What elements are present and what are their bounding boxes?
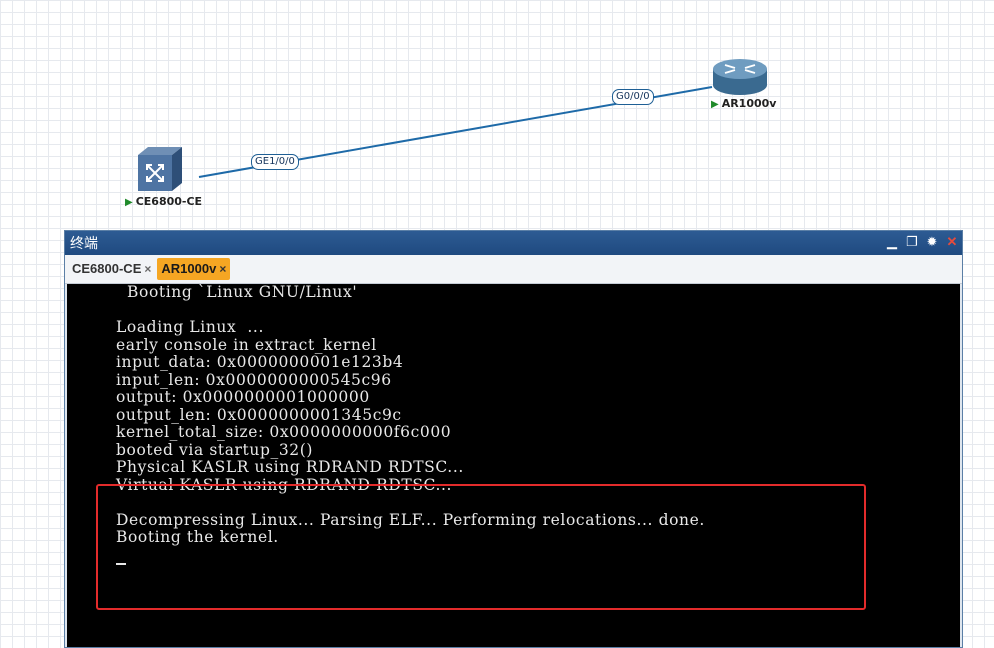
- tab-close-icon[interactable]: ×: [219, 262, 227, 276]
- tab-ar1000v[interactable]: AR1000v ×: [157, 258, 231, 280]
- running-icon: ▶: [125, 197, 133, 208]
- minimize-icon[interactable]: ▁: [887, 234, 897, 249]
- terminal-titlebar[interactable]: 终端 ▁ ❐ ✹ ✕: [65, 231, 962, 255]
- console-line: input_len: 0x0000000000545c96: [116, 370, 392, 389]
- device-label-ar1000v[interactable]: ▶AR1000v: [711, 97, 777, 110]
- router-icon[interactable]: [713, 59, 767, 95]
- topology-canvas: ▶CE6800-CE ▶AR1000v GE1/0/0 G0/0/0: [0, 0, 994, 232]
- console-line: Booting the kernel.: [116, 528, 279, 546]
- terminal-window: 终端 ▁ ❐ ✹ ✕ CE6800-CE × AR1000v × Booting…: [64, 230, 963, 648]
- device-label-ce6800[interactable]: ▶CE6800-CE: [125, 195, 203, 208]
- port-label-g0-0-0[interactable]: G0/0/0: [612, 89, 654, 105]
- port-label-ge1-0-0[interactable]: GE1/0/0: [251, 154, 299, 170]
- console-line: Loading Linux ...: [116, 318, 264, 336]
- window-controls: ▁ ❐ ✹ ✕: [884, 234, 960, 250]
- terminal-title: 终端: [70, 236, 98, 252]
- running-icon: ▶: [711, 99, 719, 110]
- annotation-highlight-box: [96, 484, 866, 610]
- console-line: Booting `Linux GNU/Linux': [116, 284, 358, 301]
- restore-icon[interactable]: ❐: [906, 234, 918, 249]
- console-line: Decompressing Linux... Parsing ELF... Pe…: [116, 510, 705, 529]
- terminal-console[interactable]: Booting `Linux GNU/Linux' Loading Linux …: [67, 284, 960, 647]
- close-icon[interactable]: ✕: [946, 234, 958, 249]
- console-line: kernel_total_size: 0x0000000000f6c000: [116, 423, 452, 441]
- switch-icon[interactable]: [138, 147, 182, 191]
- console-line: output: 0x0000000001000000: [116, 388, 370, 406]
- tab-close-icon[interactable]: ×: [144, 262, 152, 276]
- console-line: output_len: 0x0000000001345c9c: [116, 405, 402, 424]
- settings-icon[interactable]: ✹: [926, 234, 938, 249]
- text-cursor: [116, 563, 126, 565]
- console-line: input_data: 0x0000000001e123b4: [116, 353, 404, 371]
- console-line: booted via startup_32(): [116, 440, 314, 459]
- terminal-tabbar: CE6800-CE × AR1000v ×: [65, 255, 962, 284]
- console-line: early console in extract_kernel: [116, 335, 377, 354]
- tab-ce6800-ce[interactable]: CE6800-CE ×: [68, 258, 155, 280]
- console-line: Physical KASLR using RDRAND RDTSC...: [116, 458, 464, 476]
